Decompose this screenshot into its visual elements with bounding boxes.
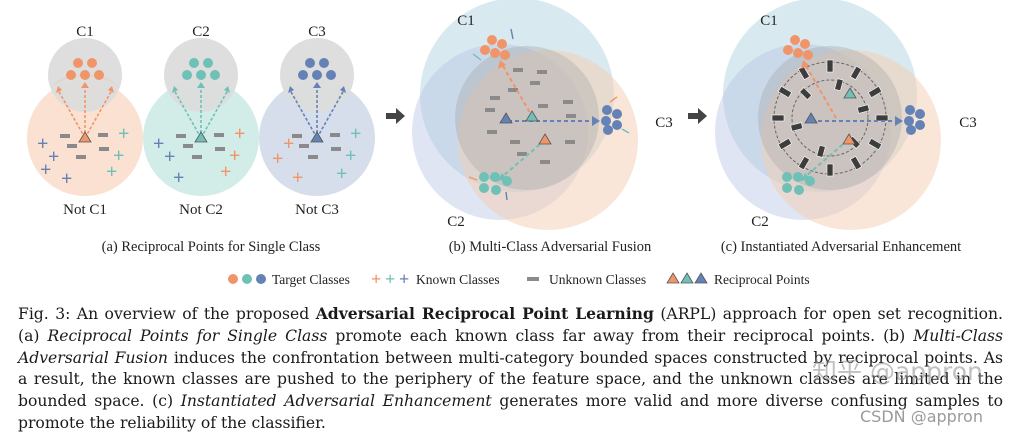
- svg-text:+: +: [113, 145, 124, 167]
- legend: Target Classes +++ Known Classes Unknown…: [228, 269, 810, 289]
- c3-target-dots: [298, 58, 336, 80]
- label-c3-a: C3: [308, 24, 326, 40]
- caption-method-name: Adversarial Reciprocal Point Learning: [315, 304, 654, 323]
- c1-target-dots-c: [783, 35, 813, 60]
- svg-text:+: +: [350, 123, 361, 145]
- enhancement-ring-inner: [791, 79, 869, 157]
- arrow-right-icon: [688, 108, 707, 124]
- label-c2-b: C2: [447, 214, 465, 230]
- svg-text:+: +: [61, 168, 72, 190]
- caption-text: (ARPL) approach for open set recognition…: [18, 305, 1003, 345]
- reciprocal-point-c1: [842, 133, 856, 145]
- svg-text:+: +: [283, 133, 294, 155]
- caption-term-c: Instantiated Adversarial Enhancement: [180, 392, 492, 411]
- reciprocal-point-c2: [843, 87, 857, 99]
- legend-unknown-label: Unknown Classes: [549, 272, 646, 287]
- svg-text:+: +: [292, 167, 303, 189]
- figure-diagram: ++++ +++ C1 Not C1 +++: [27, 0, 977, 289]
- panel-a-column-3: +++ +++ C3 Not C3: [259, 24, 375, 218]
- reciprocal-point-b1: [538, 133, 552, 145]
- legend-known: +++ Known Classes: [371, 269, 500, 289]
- c3-target-dots-b: [601, 105, 622, 135]
- svg-text:+: +: [153, 133, 164, 155]
- reciprocal-point-c3: [804, 112, 818, 124]
- svg-text:+: +: [385, 269, 395, 289]
- legend-reciprocal-label: Reciprocal Points: [714, 272, 810, 287]
- watermark-zhihu: 知乎 @appron: [812, 357, 983, 386]
- svg-text:+: +: [106, 161, 117, 183]
- unknown-samples: [485, 68, 576, 164]
- reciprocal-point-a1: [78, 131, 92, 143]
- caption-text: promote each known class far away from t…: [327, 326, 914, 345]
- caption-text: Fig. 3: An overview of the proposed: [18, 305, 316, 323]
- unknown-region-c: [758, 46, 902, 190]
- reciprocal-point-a3: [310, 131, 324, 143]
- unknown-region: [455, 46, 599, 190]
- svg-text:+: +: [173, 167, 184, 189]
- legend-known-label: Known Classes: [416, 272, 500, 287]
- svg-text:+: +: [118, 123, 129, 145]
- legend-reciprocal: Reciprocal Points: [666, 272, 810, 287]
- svg-text:+: +: [48, 146, 59, 168]
- c2-target-dots-c: [782, 172, 815, 195]
- reciprocal-point-a2: [194, 131, 208, 143]
- caption-text: generates more valid and more diverse co…: [18, 392, 1003, 432]
- svg-text:+: +: [345, 145, 356, 167]
- svg-text:+: +: [272, 148, 283, 170]
- label-not-c1: Not C1: [63, 202, 107, 218]
- svg-text:+: +: [234, 123, 245, 145]
- confusing-samples: [771, 59, 889, 177]
- panel-a-column-1: ++++ +++ C1 Not C1: [27, 24, 143, 218]
- c2-target-dots: [182, 58, 220, 80]
- label-not-c3: Not C3: [295, 202, 339, 218]
- legend-target: Target Classes: [228, 272, 350, 287]
- caption-term-b: Multi-Class Adversarial Fusion: [18, 326, 1004, 367]
- panel-b: C1 C3 C2 (b) Multi-Class Adversarial Fus…: [412, 0, 673, 255]
- panel-a-column-2: +++ +++ C2 Not C2: [143, 24, 259, 218]
- label-not-c2: Not C2: [179, 202, 223, 218]
- label-c1-b: C1: [457, 13, 475, 29]
- svg-text:+: +: [371, 269, 381, 289]
- panel-a: ++++ +++ C1 Not C1 +++: [27, 24, 375, 255]
- figure-caption: Fig. 3: An overview of the proposed Adve…: [18, 303, 1003, 435]
- svg-text:+: +: [336, 163, 347, 185]
- subtitle-b: (b) Multi-Class Adversarial Fusion: [449, 239, 652, 255]
- caption-term-a: Reciprocal Points for Single Class: [47, 326, 328, 345]
- watermark-csdn: CSDN @appron: [860, 407, 983, 426]
- legend-unknown: Unknown Classes: [527, 272, 646, 287]
- arrow-right-icon: [386, 108, 405, 124]
- c1-target-dots: [66, 58, 104, 80]
- label-c2-c: C2: [751, 214, 769, 230]
- svg-text:+: +: [229, 145, 240, 167]
- svg-text:+: +: [37, 133, 48, 155]
- c1-target-dots-b: [480, 35, 510, 60]
- reciprocal-point-b2: [525, 110, 539, 122]
- legend-target-label: Target Classes: [272, 272, 350, 287]
- subtitle-c: (c) Instantiated Adversarial Enhancement: [721, 239, 961, 255]
- subtitle-a: (a) Reciprocal Points for Single Class: [102, 239, 321, 255]
- svg-text:+: +: [220, 161, 231, 183]
- panel-c: C1 C3 C2 (c) Instantiated Adversarial En…: [715, 0, 977, 255]
- svg-text:+: +: [40, 159, 51, 181]
- caption-text: induces the confrontation between multi-…: [18, 348, 1003, 411]
- c2-target-dots-b: [479, 172, 512, 195]
- c3-target-dots-c: [904, 105, 925, 135]
- label-c3-b: C3: [655, 115, 673, 131]
- svg-text:+: +: [164, 146, 175, 168]
- reciprocal-point-b3: [499, 112, 513, 124]
- svg-text:+: +: [399, 269, 409, 289]
- label-c1-c: C1: [760, 13, 778, 29]
- label-c1-a: C1: [76, 24, 94, 40]
- label-c2-a: C2: [192, 24, 210, 40]
- label-c3-c: C3: [959, 115, 977, 131]
